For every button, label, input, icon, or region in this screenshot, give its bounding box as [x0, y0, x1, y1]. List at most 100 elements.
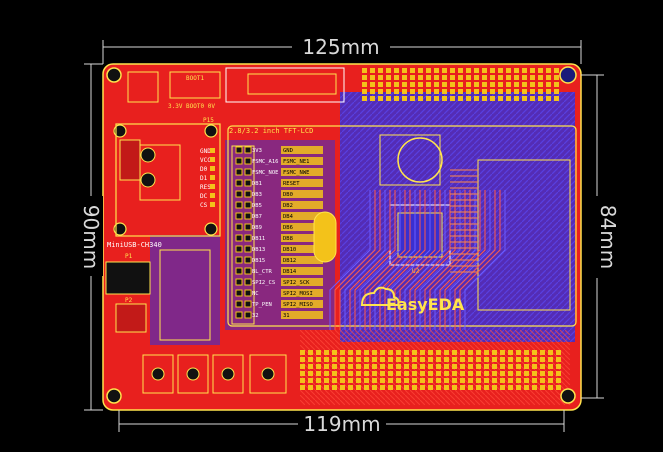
pin-pad [300, 357, 305, 362]
pin-pad [316, 385, 321, 390]
lcd-label-box [281, 212, 323, 220]
pin-pad [514, 75, 519, 80]
pin-pad [468, 385, 473, 390]
pin-pad [324, 378, 329, 383]
pin-pad [370, 82, 375, 87]
pin-pad [388, 357, 393, 362]
pin-pad [538, 96, 543, 101]
pin-pad [316, 357, 321, 362]
pin-pad [244, 212, 252, 220]
trace [384, 190, 426, 330]
pin-pad [500, 378, 505, 383]
trace [439, 190, 481, 330]
pin-pad [244, 146, 252, 154]
pin-pad [300, 364, 305, 369]
pin-pad [498, 96, 503, 101]
oled-pin-label: DC [200, 193, 208, 200]
pin-pad [514, 96, 519, 101]
lcd-label-box [281, 157, 323, 165]
pin-pad [388, 350, 393, 355]
pin-pad [404, 371, 409, 376]
pin-pad [444, 385, 449, 390]
pin-pad [466, 89, 471, 94]
lcd-label-box [281, 278, 323, 286]
lcd-label-box [281, 311, 323, 319]
lcd-pin-right-label: DB2 [283, 203, 293, 209]
pin-pad [340, 357, 345, 362]
pin-pad [556, 357, 561, 362]
pin-pad [235, 234, 243, 242]
pin-pad [210, 157, 215, 162]
pin-pad [468, 357, 473, 362]
pin-pad [450, 68, 455, 73]
lcd-pin-left-label: 32 [252, 313, 259, 319]
pin-pad [370, 68, 375, 73]
pin-pad [540, 350, 545, 355]
pin-pad [522, 75, 527, 80]
pin-pad [506, 82, 511, 87]
pin-pad [324, 371, 329, 376]
pin-pad [516, 357, 521, 362]
pin-pad [450, 75, 455, 80]
pin-pad [508, 357, 513, 362]
pin-pad [476, 378, 481, 383]
pin-pad [530, 75, 535, 80]
pin-pad [530, 82, 535, 87]
pin-pad [452, 385, 457, 390]
lcd-label-box [281, 190, 323, 198]
pin-pad [428, 385, 433, 390]
pin-pad [235, 168, 243, 176]
pin-pad [404, 357, 409, 362]
pin-pad [468, 350, 473, 355]
pin-pad [540, 371, 545, 376]
pin-pad [426, 89, 431, 94]
pin-pad [492, 357, 497, 362]
pin-pad [484, 350, 489, 355]
dimension-left: 90mm [79, 63, 103, 411]
lcd-pin-right-label: DB8 [283, 236, 293, 242]
pin-pad [492, 350, 497, 355]
pin-pad [364, 364, 369, 369]
pin-pad [362, 89, 367, 94]
pin-pad [466, 75, 471, 80]
pin-pad [554, 96, 559, 101]
pin-pad [356, 350, 361, 355]
pin-pad [364, 350, 369, 355]
pin-pad [532, 378, 537, 383]
pin-pad [386, 89, 391, 94]
pin-pad [442, 96, 447, 101]
pin-pad [362, 96, 367, 101]
pin-pad [444, 364, 449, 369]
lcd-label-box [281, 234, 323, 242]
pin-pad [460, 371, 465, 376]
pin-pad [532, 364, 537, 369]
pin-pad [420, 371, 425, 376]
dimension-left-label: 90mm [79, 205, 103, 269]
top-pin-headers [362, 68, 559, 101]
trace [359, 190, 401, 330]
pin-pad [235, 300, 243, 308]
p1-label: P1 [125, 253, 133, 260]
pin-pad [490, 89, 495, 94]
pin-pad [380, 357, 385, 362]
boot-row-label: 3.3V BOOT0 0V [168, 103, 215, 110]
pin-pad [372, 378, 377, 383]
pin-pad [458, 68, 463, 73]
pin-pad [540, 385, 545, 390]
oled-pin-label: RES [200, 184, 211, 191]
pin-pad [324, 385, 329, 390]
signal-traces [329, 169, 506, 330]
pin-pad [244, 190, 252, 198]
pin-pad [235, 267, 243, 275]
pin-pad [466, 82, 471, 87]
trace [454, 190, 496, 330]
pin-pad [428, 350, 433, 355]
pin-pad [420, 385, 425, 390]
pin-pad [482, 68, 487, 73]
pin-pad [244, 245, 252, 253]
pin-pad [402, 68, 407, 73]
pin-pad [316, 350, 321, 355]
jtag-header [225, 67, 345, 103]
pin-pad [362, 68, 367, 73]
lcd-label-box [281, 168, 323, 176]
